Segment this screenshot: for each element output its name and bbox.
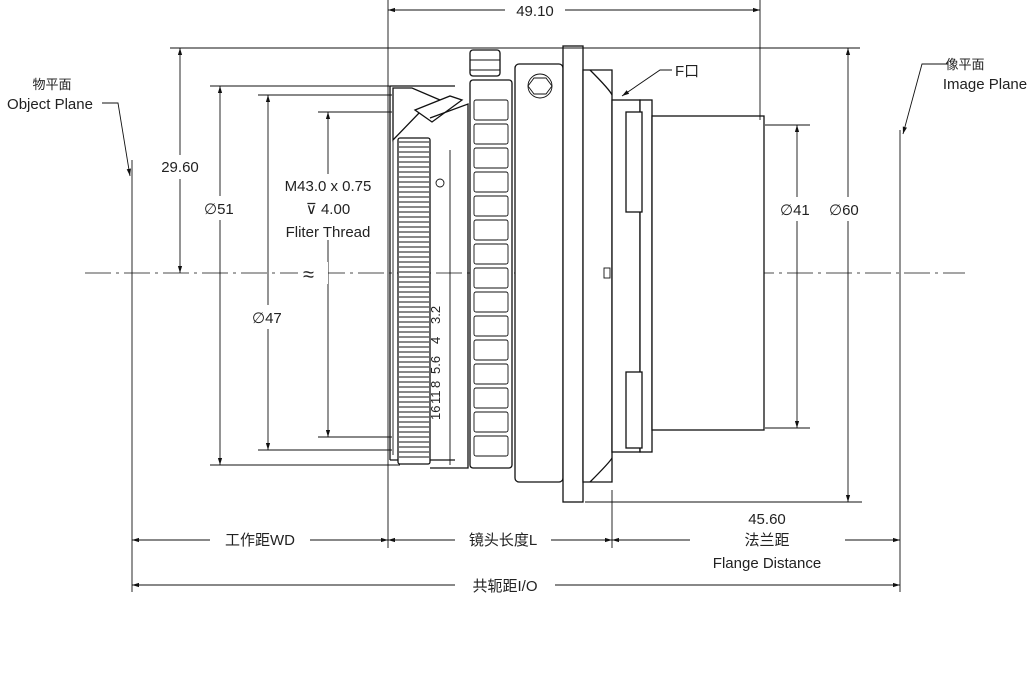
aperture-mark: 16 (428, 406, 443, 420)
working-distance-label: 工作距WD (225, 532, 295, 549)
aperture-mark: 3.2 (428, 306, 443, 324)
aperture-segment (473, 339, 509, 361)
aperture-segment (473, 411, 509, 433)
aperture-ring (469, 79, 513, 469)
aperture-mark: 8 (428, 381, 443, 388)
f-mount-leader (621, 69, 672, 97)
aperture-segment (473, 219, 509, 241)
aperture-mark: 5.6 (428, 356, 443, 374)
approx-symbol: ≈ (303, 264, 314, 286)
dim-flange-distance: 45.60 (748, 511, 786, 528)
aperture-scale: 16 11 8 5.6 4 3.2 (428, 306, 443, 420)
aperture-segment (473, 315, 509, 337)
aperture-mark: 11 (428, 391, 443, 405)
filter-thread-label: Fliter Thread (286, 224, 371, 241)
aperture-mark: 4 (428, 337, 443, 344)
aperture-segment (473, 243, 509, 265)
object-plane-leader (102, 102, 131, 177)
object-plane-en: Object Plane (7, 96, 93, 113)
aperture-segment (473, 171, 509, 193)
aperture-segment (473, 99, 509, 121)
dim-dia-60: ∅60 (829, 202, 859, 219)
aperture-segment (473, 195, 509, 217)
dim-dia-47: ∅47 (252, 310, 282, 327)
aperture-segment (473, 267, 509, 289)
mount-flange (562, 45, 584, 503)
image-plane-leader (902, 63, 948, 135)
image-plane-en: Image Plane (943, 76, 1027, 93)
flange-label-cn: 法兰距 (744, 532, 789, 549)
thread-spec: M43.0 x 0.75 (285, 178, 372, 195)
aperture-segment (473, 291, 509, 313)
dim-overall-length: 49.10 (516, 3, 554, 20)
aperture-segment (473, 363, 509, 385)
aperture-ring-segments (473, 99, 509, 457)
lock-screw (469, 49, 501, 77)
focus-ring (397, 137, 431, 465)
lens-length-label: 镜头长度L (469, 531, 537, 549)
focus-ring-knurl (399, 141, 429, 458)
dim-dia-41: ∅41 (780, 202, 810, 219)
object-plane-cn: 物平面 (32, 77, 71, 92)
lens-barrel (514, 63, 564, 483)
flange-label-en: Flange Distance (713, 555, 821, 572)
f-mount-label: F口 (675, 63, 699, 80)
rear-tube (651, 115, 765, 431)
image-plane-cn: 像平面 (945, 57, 984, 72)
dim-dia-51: ∅51 (204, 201, 234, 218)
index-mark-icon (435, 178, 445, 188)
aperture-segment (473, 147, 509, 169)
lens-body (389, 45, 765, 503)
thread-depth: ⊽ 4.00 (306, 201, 350, 218)
aperture-segment (473, 123, 509, 145)
aperture-segment (473, 435, 509, 457)
aperture-segment (473, 387, 509, 409)
dim-half-height: 29.60 (161, 159, 199, 176)
conjugate-distance-label: 共轭距I/O (472, 578, 537, 595)
